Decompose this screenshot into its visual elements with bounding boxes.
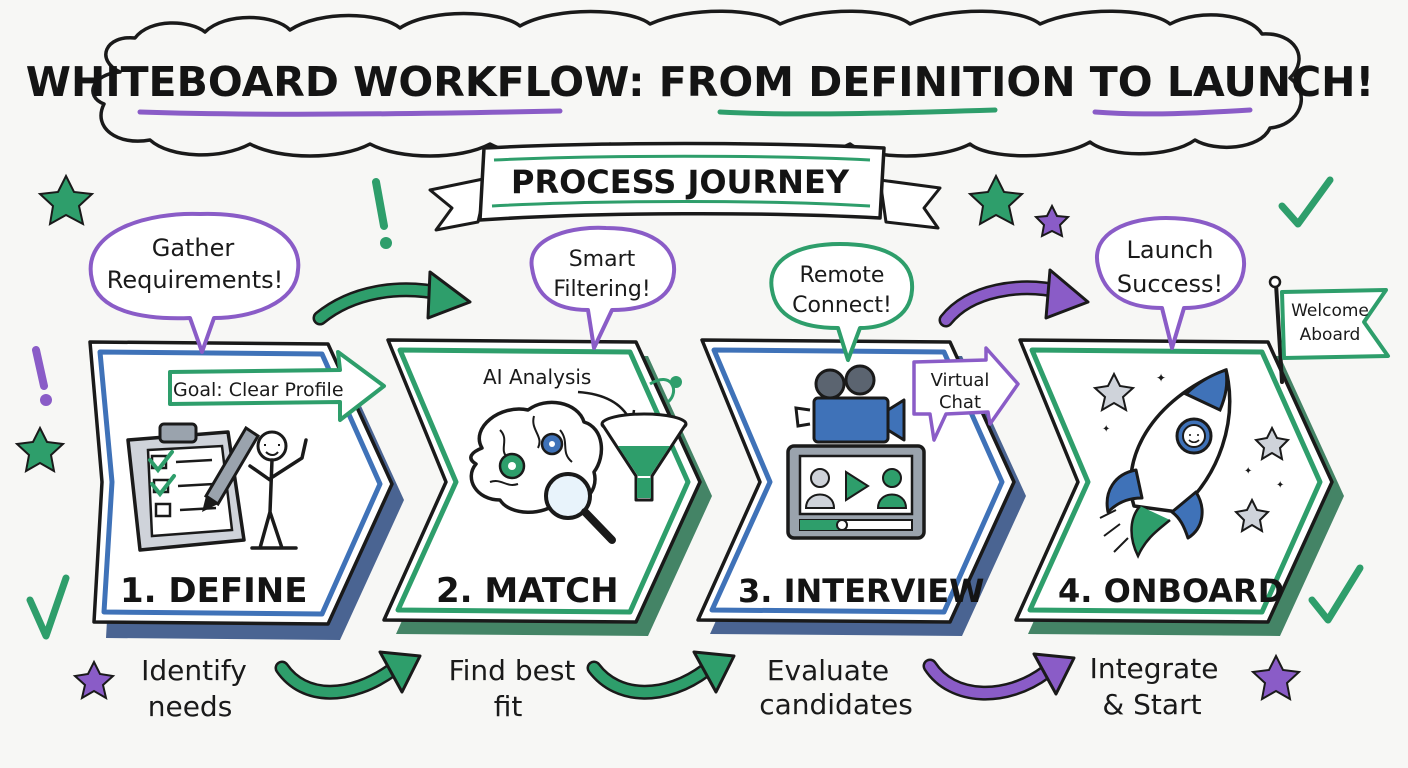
bubble-3-line-1: Remote bbox=[800, 263, 885, 288]
decor-checkmarks bbox=[26, 176, 1364, 640]
step-4-label: 4. ONBOARD bbox=[1058, 572, 1284, 610]
bubble-3-line-2: Connect! bbox=[792, 293, 892, 318]
virtual-chat-line-1: Virtual bbox=[931, 370, 990, 391]
svg-text:✦: ✦ bbox=[1156, 371, 1166, 385]
svg-text:✦: ✦ bbox=[1102, 424, 1110, 435]
page-title: WHITEBOARD WORKFLOW: FROM DEFINITION TO … bbox=[26, 58, 1374, 106]
bubble-4-line-2: Success! bbox=[1117, 270, 1223, 298]
bubble-2-line-2: Filtering! bbox=[553, 277, 650, 302]
video-screen-icon bbox=[786, 444, 926, 540]
svg-text:✦: ✦ bbox=[1276, 480, 1284, 491]
process-journey-banner: PROCESS JOURNEY bbox=[428, 141, 942, 232]
virtual-chat-line-2: Chat bbox=[939, 392, 981, 413]
clipboard-icon bbox=[126, 422, 246, 552]
bubble-remote-connect: Remote Connect! bbox=[769, 242, 915, 362]
bottom-arrow-2 bbox=[586, 650, 736, 700]
caption-1-line-1: Identify bbox=[141, 654, 247, 687]
welcome-line-1: Welcome bbox=[1291, 301, 1369, 321]
top-arrow-2 bbox=[938, 268, 1090, 328]
top-arrow-1 bbox=[312, 270, 472, 326]
caption-2-line-1: Find best bbox=[449, 654, 576, 687]
bubble-1-line-2: Requirements! bbox=[107, 266, 283, 294]
video-camera-icon bbox=[794, 364, 906, 444]
decor-exclamations bbox=[32, 178, 392, 406]
bubble-smart-filtering: Smart Filtering! bbox=[529, 225, 677, 350]
welcome-line-2: Aboard bbox=[1300, 325, 1361, 345]
caption-onboard: Integrate & Start bbox=[1090, 652, 1219, 721]
caption-interview: Evaluate candidates bbox=[759, 654, 913, 721]
caption-3-line-1: Evaluate bbox=[767, 654, 889, 687]
bubble-1-line-1: Gather bbox=[152, 234, 235, 262]
decor-stars bbox=[14, 173, 1302, 701]
bubble-4-line-1: Launch bbox=[1127, 236, 1214, 264]
caption-4-line-1: Integrate bbox=[1090, 652, 1219, 685]
ai-analysis-callout: AI Analysis bbox=[483, 365, 591, 389]
stick-figure-icon bbox=[248, 430, 308, 550]
step-1-label: 1. DEFINE bbox=[120, 571, 307, 611]
title-cloud: WHITEBOARD WORKFLOW: FROM DEFINITION TO … bbox=[26, 9, 1374, 160]
step-3-label: 3. INTERVIEW bbox=[738, 572, 984, 610]
bottom-arrow-3 bbox=[922, 652, 1076, 701]
banner-label: PROCESS JOURNEY bbox=[511, 163, 850, 201]
rocket-icon bbox=[1099, 368, 1232, 559]
caption-3-line-2: candidates bbox=[759, 688, 913, 721]
goal-arrow-callout: Goal: Clear Profile bbox=[168, 350, 386, 422]
bubble-gather-requirements: Gather Requirements! bbox=[88, 211, 301, 354]
sparkle-stars: ✦ ✦ ✦ ✦ bbox=[1092, 371, 1291, 533]
caption-define: Identify needs bbox=[141, 654, 247, 723]
goal-callout-text: Goal: Clear Profile bbox=[173, 379, 344, 401]
bubble-launch-success: Launch Success! bbox=[1094, 216, 1247, 350]
funnel-icon bbox=[600, 376, 688, 502]
caption-2-line-2: fit bbox=[494, 690, 523, 723]
bubble-2-line-1: Smart bbox=[569, 247, 636, 272]
bottom-arrow-1 bbox=[274, 650, 422, 700]
svg-text:✦: ✦ bbox=[1244, 466, 1252, 477]
caption-match: Find best fit bbox=[449, 654, 576, 723]
step-2-label: 2. MATCH bbox=[436, 571, 619, 611]
magnifier-icon bbox=[544, 472, 616, 544]
caption-4-line-2: & Start bbox=[1102, 688, 1201, 721]
pencil-icon bbox=[202, 425, 261, 512]
caption-1-line-2: needs bbox=[148, 690, 233, 723]
welcome-flag: Welcome Aboard bbox=[1268, 275, 1390, 384]
virtual-chat-callout: Virtual Chat bbox=[912, 346, 1020, 442]
